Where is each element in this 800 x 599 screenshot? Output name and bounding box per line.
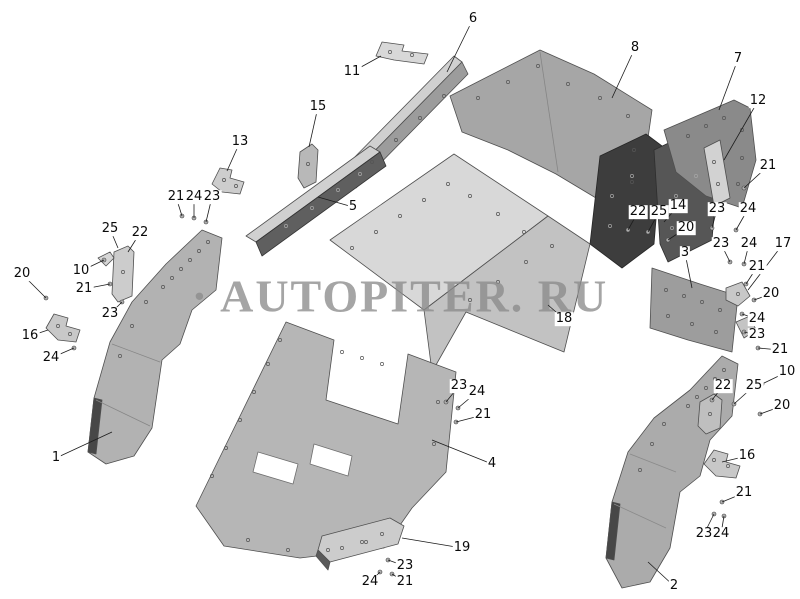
part-10-bracket-right	[735, 315, 757, 339]
part-15-bracket	[297, 143, 319, 189]
part-1-fold-line-2	[111, 343, 161, 363]
part-2-fold-line	[613, 503, 667, 529]
part-13-bracket	[211, 167, 245, 195]
part-25-bracket-left	[111, 245, 135, 303]
part-1-panel	[87, 229, 223, 465]
part-8-fold-line	[539, 51, 559, 173]
part-4-cutout-1	[252, 451, 299, 485]
part-4-cutout-2	[309, 443, 353, 477]
part-1-fold-line	[95, 399, 151, 427]
part-17-bracket	[725, 281, 751, 307]
part-4-floor-panel	[195, 321, 457, 559]
part-16-bracket-left	[45, 313, 81, 343]
part-2-fold-line-2	[629, 453, 677, 473]
part-11-bracket	[375, 41, 429, 65]
part-3-panel	[649, 267, 739, 353]
part-12-strip	[703, 139, 731, 207]
part-16-bracket-right	[703, 449, 741, 479]
part-2-panel-edge	[605, 501, 621, 561]
watermark: · AUTOPITER. RU	[191, 270, 609, 322]
part-19-strip-edge	[315, 549, 331, 571]
